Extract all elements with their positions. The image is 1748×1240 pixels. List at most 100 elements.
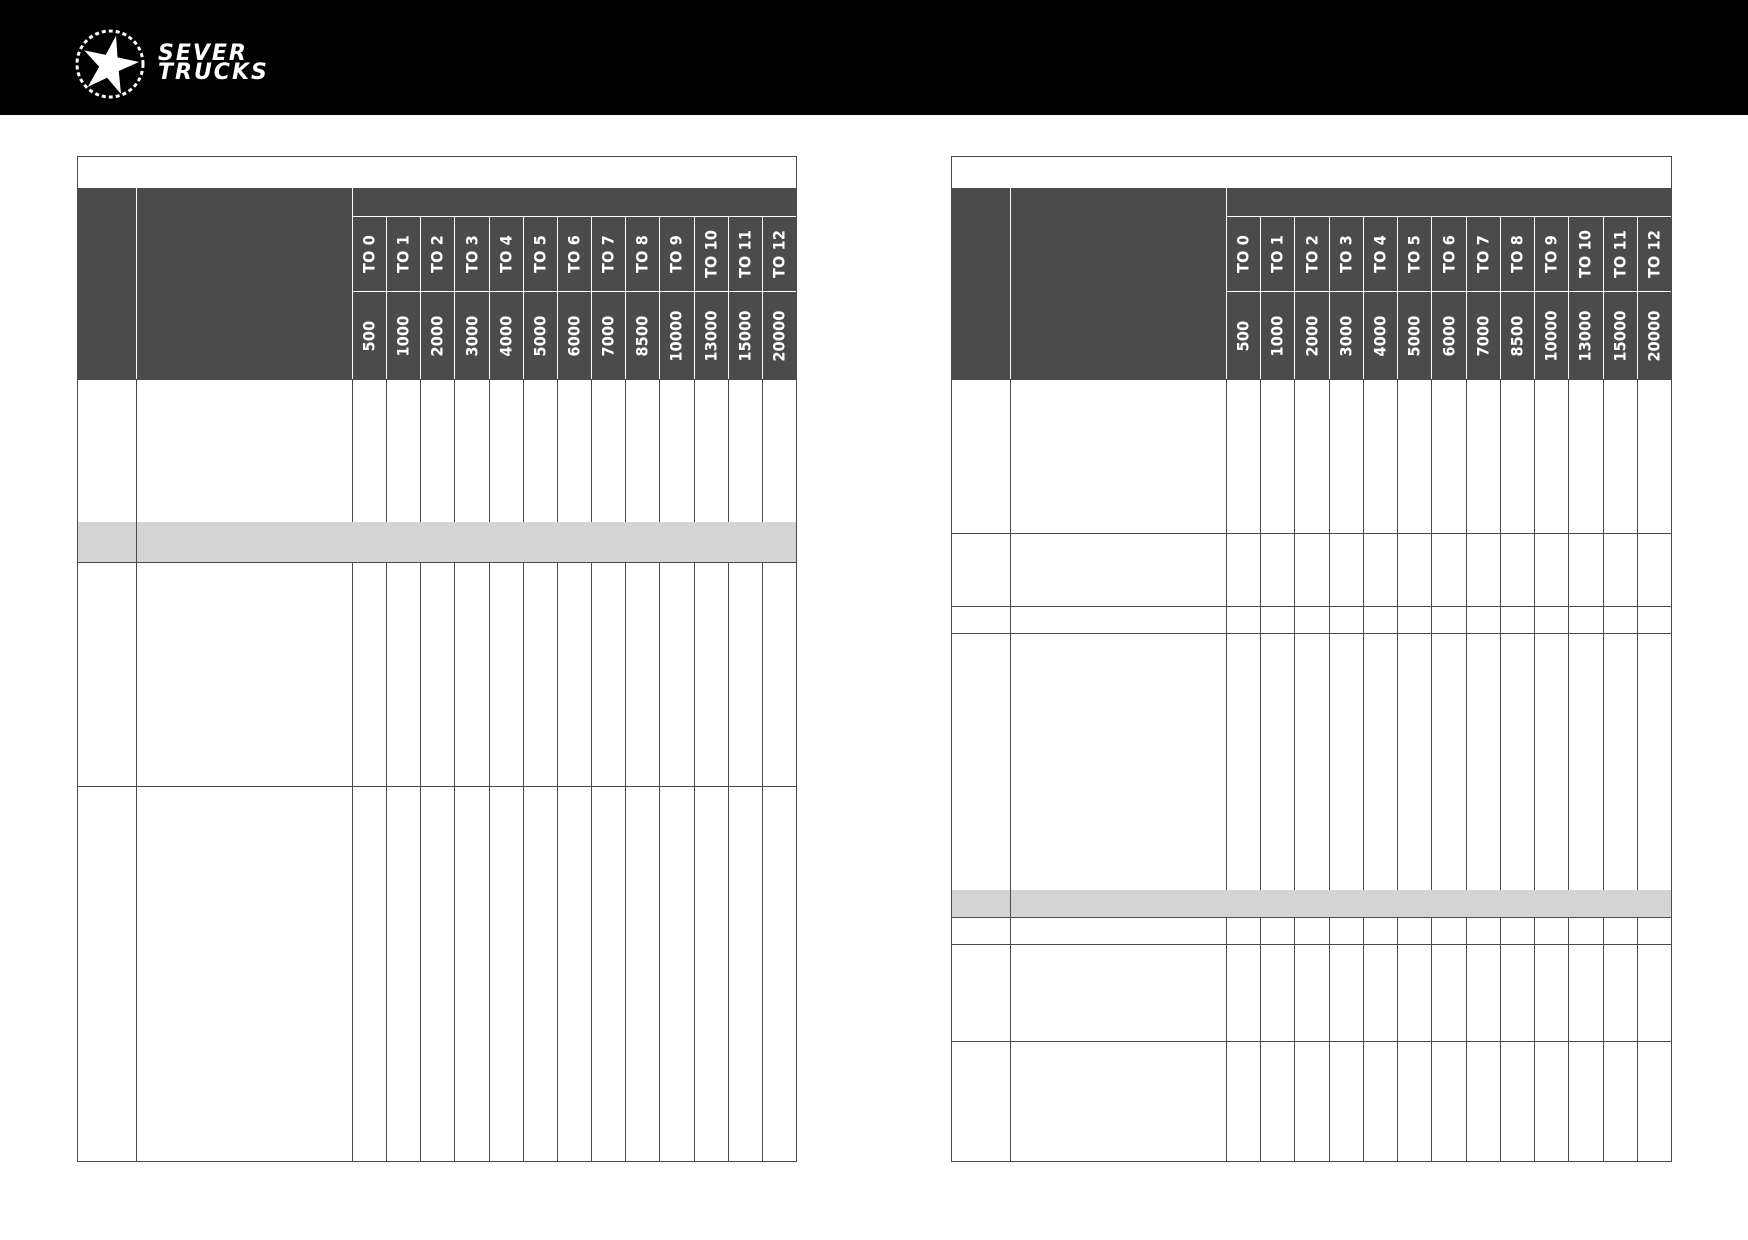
cell-divider (1260, 606, 1262, 633)
brand-name: SEVER TRUCKS (158, 43, 269, 84)
cell-divider (1431, 633, 1433, 890)
service-code-label: ТО 12 (769, 229, 789, 278)
header-divider (1602, 216, 1604, 380)
cell-divider (1294, 944, 1296, 1041)
header-divider (1362, 216, 1364, 380)
cell-divider (1602, 1041, 1604, 1162)
table-row (952, 379, 1671, 533)
service-code-label: ТО 11 (735, 229, 755, 278)
service-code-label: ТО 3 (1336, 234, 1356, 273)
mileage-label: 2000 (427, 315, 447, 356)
cell-divider (1226, 917, 1227, 944)
cell-divider (591, 562, 593, 786)
cell-divider (1260, 379, 1262, 533)
cell-divider (1602, 379, 1604, 533)
cell-divider (420, 562, 422, 786)
cell-divider (1465, 633, 1467, 890)
cell-divider (1010, 606, 1011, 633)
cell-divider (1260, 633, 1262, 890)
mileage-label: 5000 (1404, 315, 1424, 356)
cell-divider (522, 562, 524, 786)
row-divider (952, 606, 1671, 607)
header-divider (454, 216, 456, 380)
header-divider (1465, 216, 1467, 380)
cell-divider (454, 379, 456, 522)
cell-divider (1636, 533, 1638, 606)
table-title-row (78, 157, 796, 189)
cell-divider (1465, 1041, 1467, 1162)
cell-divider (1260, 533, 1262, 606)
cell-divider (1397, 533, 1399, 606)
table-row (952, 944, 1671, 1041)
header-divider (1226, 216, 1671, 217)
cell-divider (1328, 1041, 1330, 1162)
cell-divider (1294, 606, 1296, 633)
cell-divider (1294, 633, 1296, 890)
service-code-label: ТО 5 (1404, 234, 1424, 273)
cell-divider (1636, 944, 1638, 1041)
cell-divider (625, 786, 627, 1162)
cell-divider (1465, 533, 1467, 606)
cell-divider (1465, 917, 1467, 944)
row-divider (952, 633, 1671, 634)
section-band (952, 890, 1671, 917)
cell-divider (522, 379, 524, 522)
cell-divider (1602, 633, 1604, 890)
row-divider (952, 917, 1671, 918)
row-divider (78, 562, 796, 563)
header-divider (1260, 216, 1262, 380)
header-divider (761, 216, 763, 380)
header-divider (1534, 216, 1536, 380)
header-divider (1568, 216, 1570, 380)
cell-divider (659, 379, 661, 522)
cell-divider (1431, 1041, 1433, 1162)
cell-divider (1362, 606, 1364, 633)
cell-divider (1010, 1041, 1011, 1162)
service-code-label: ТО 8 (1507, 234, 1527, 273)
cell-divider (1397, 379, 1399, 533)
cell-divider (591, 786, 593, 1162)
header-divider (591, 216, 593, 380)
mileage-label: 7000 (1473, 315, 1493, 356)
mileage-label: 7000 (598, 315, 618, 356)
row-divider (952, 533, 1671, 534)
cell-divider (1602, 533, 1604, 606)
service-code-label: ТО 2 (427, 234, 447, 273)
cell-divider (1568, 379, 1570, 533)
header-divider (420, 216, 422, 380)
cell-divider (1397, 1041, 1399, 1162)
service-code-label: ТО 7 (1473, 234, 1493, 273)
mileage-label: 2000 (1302, 315, 1322, 356)
cell-divider (761, 786, 763, 1162)
header-divider (352, 291, 796, 292)
cell-divider (625, 379, 627, 522)
table-row (952, 606, 1671, 633)
row-divider (78, 379, 796, 380)
cell-divider (1294, 533, 1296, 606)
cell-divider (454, 786, 456, 1162)
cell-divider (386, 562, 388, 786)
cell-divider (1499, 606, 1501, 633)
cell-divider (488, 562, 490, 786)
service-code-label: ТО 7 (598, 234, 618, 273)
service-code-label: ТО 8 (632, 234, 652, 273)
row-divider (952, 944, 1671, 945)
cell-divider (556, 786, 558, 1162)
mileage-label: 3000 (1336, 315, 1356, 356)
table-header (952, 188, 1671, 380)
cell-divider (1260, 1041, 1262, 1162)
header-divider (386, 216, 388, 380)
cell-divider (1431, 533, 1433, 606)
cell-divider (1010, 533, 1011, 606)
mileage-label: 20000 (769, 309, 789, 362)
header-divider (1294, 216, 1296, 380)
header-divider (1636, 216, 1638, 380)
cell-divider (625, 562, 627, 786)
cell-divider (1226, 633, 1227, 890)
mileage-label: 8500 (632, 315, 652, 356)
service-code-label: ТО 11 (1610, 229, 1630, 278)
service-code-label: ТО 1 (393, 234, 413, 273)
service-code-label: ТО 6 (1439, 234, 1458, 273)
header-divider (1010, 188, 1011, 380)
